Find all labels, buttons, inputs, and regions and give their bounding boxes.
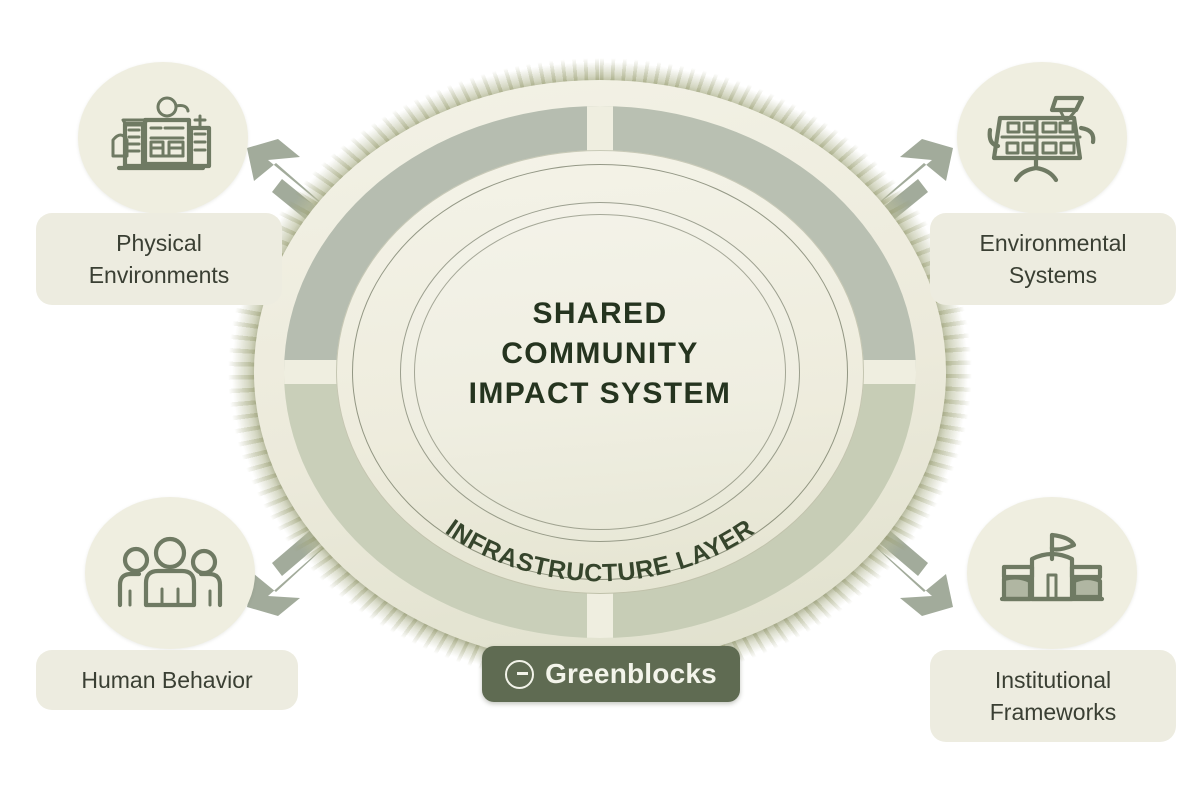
label-human-behavior[interactable]: Human Behavior — [36, 650, 298, 710]
label-line-2: Frameworks — [989, 699, 1117, 725]
label-line-2: Environments — [88, 262, 230, 288]
cityscape-buildings-icon — [111, 96, 212, 171]
label-physical-environments[interactable]: Physical Environments — [36, 213, 282, 305]
government-building-icon — [999, 532, 1105, 602]
label-line-1: Physical — [116, 230, 202, 256]
solar-panel-icon — [987, 95, 1096, 183]
core-title: SHARED COMMUNITY IMPACT SYSTEM — [232, 294, 968, 414]
label-line-1: Institutional — [994, 667, 1112, 693]
label-line-1: Environmental — [979, 230, 1127, 256]
icon-bubble-physical-environments[interactable] — [78, 62, 248, 214]
label-line-1: Human Behavior — [81, 667, 253, 693]
core-title-line-2: COMMUNITY — [501, 337, 699, 370]
infrastructure-layer-text: INFRASTRUCTURE LAYER — [441, 514, 759, 587]
icon-bubble-human-behavior[interactable] — [85, 497, 255, 649]
core-title-line-3: IMPACT SYSTEM — [468, 377, 732, 410]
infrastructure-layer-label: INFRASTRUCTURE LAYER — [441, 514, 760, 587]
people-group-icon — [117, 536, 223, 608]
svg-text:INFRASTRUCTURE LAYER: INFRASTRUCTURE LAYER — [441, 514, 760, 587]
label-institutional-frameworks[interactable]: Institutional Frameworks — [930, 650, 1176, 742]
hairline-circle-outer — [352, 164, 848, 580]
impact-system-wheel: SHARED COMMUNITY IMPACT SYSTEM INFRASTRU… — [228, 58, 972, 686]
icon-bubble-environmental-systems[interactable] — [957, 62, 1127, 214]
brand-name: Greenblocks — [545, 658, 717, 689]
hairline-circle-inner — [414, 214, 786, 530]
icon-bubble-institutional-frameworks[interactable] — [967, 497, 1137, 649]
label-line-2: Systems — [1008, 262, 1098, 288]
circled-g-logo-icon — [505, 659, 535, 689]
label-environmental-systems[interactable]: Environmental Systems — [930, 213, 1176, 305]
brand-badge[interactable]: Greenblocks — [482, 646, 740, 702]
core-title-line-1: SHARED — [532, 297, 668, 330]
